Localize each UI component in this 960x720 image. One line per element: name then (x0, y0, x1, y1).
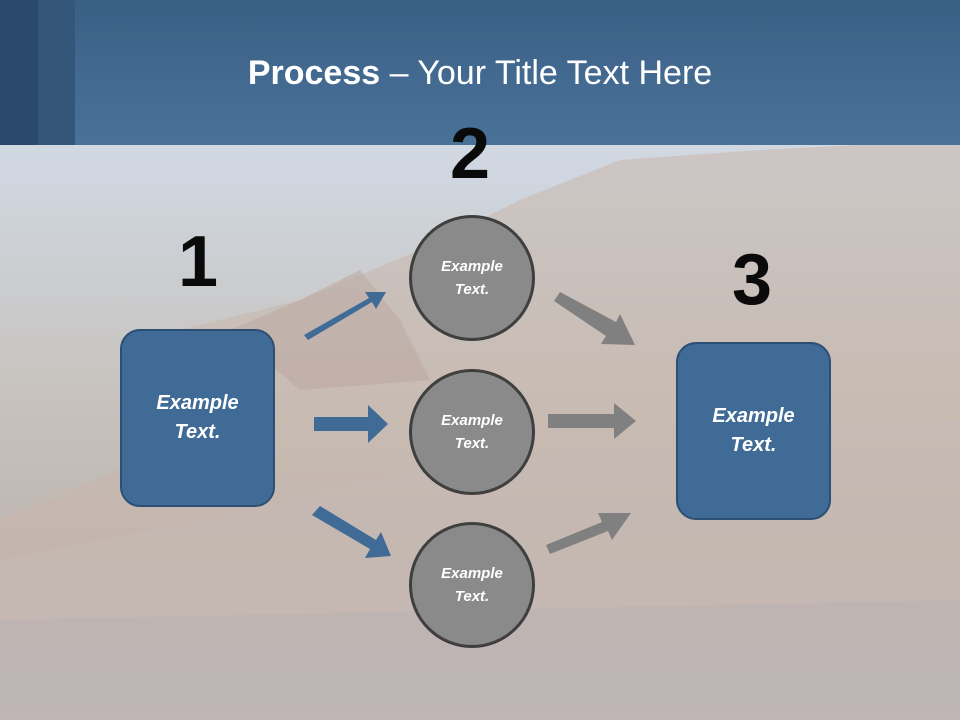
box-text-line: Example (156, 392, 239, 414)
arrow-to-circle-1 (304, 292, 386, 340)
circle-text-line: Example (441, 412, 503, 429)
circle-text-line: Example (441, 258, 503, 275)
arrow-circle-2-to-box-3 (548, 403, 636, 439)
step-number-3: 3 (732, 240, 773, 320)
circle-text-line: Text. (454, 588, 490, 605)
circle-text-line: Text. (454, 435, 490, 452)
slide-title: Process – Your Title Text Here (0, 54, 960, 93)
arrow-to-circle-2 (314, 405, 388, 443)
arrow-circle-3-to-box-3 (546, 513, 631, 554)
header-accent-strip (0, 0, 38, 145)
circle-text-line: Example (441, 565, 503, 582)
header-accent-strip (38, 0, 75, 145)
box-text-line: Text. (730, 434, 777, 456)
title-rest: – Your Title Text Here (380, 54, 713, 92)
slide-header: Process – Your Title Text Here (0, 0, 960, 145)
circle-text-line: Text. (454, 281, 490, 298)
arrow-to-circle-3 (312, 506, 391, 558)
box-text-line: Text. (174, 421, 221, 443)
box-text-line: Example (712, 405, 795, 427)
step-number-1: 1 (178, 222, 219, 302)
title-bold: Process (247, 54, 381, 92)
step-number-2: 2 (450, 114, 491, 194)
arrow-circle-1-to-box-3 (554, 292, 635, 345)
